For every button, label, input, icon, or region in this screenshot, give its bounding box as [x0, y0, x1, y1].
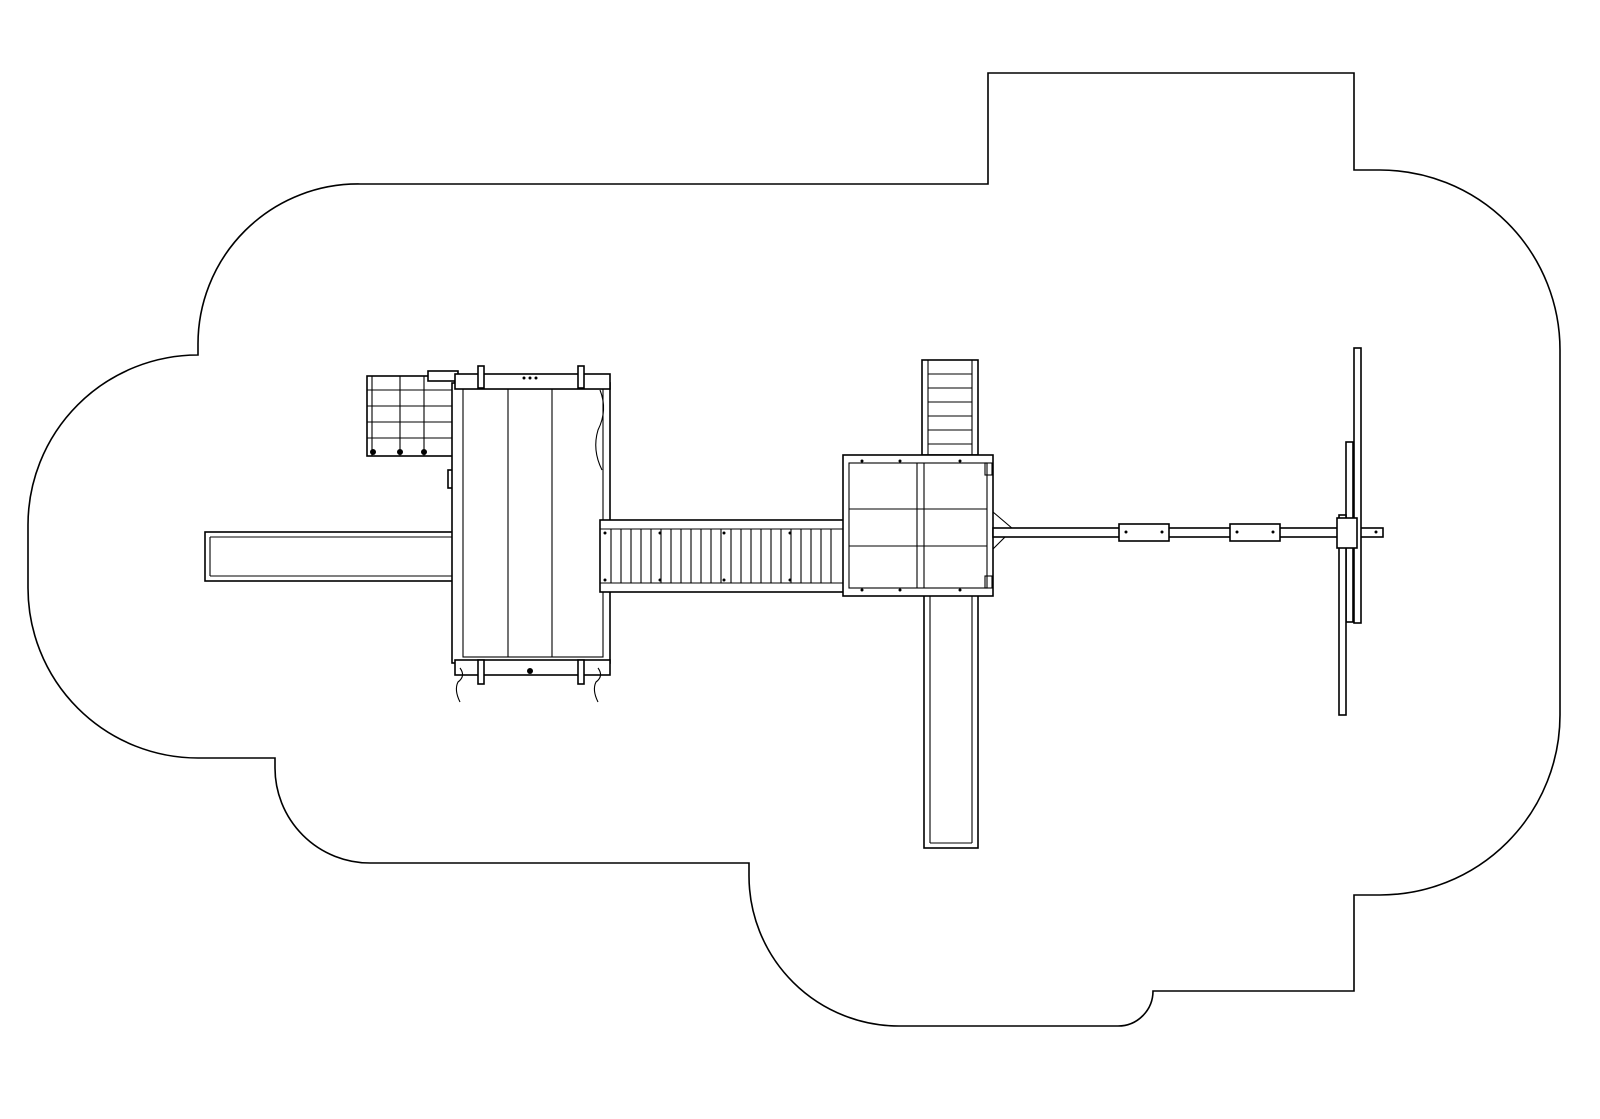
left-slide — [204, 531, 456, 582]
safety-zone-outline — [27, 72, 1561, 1027]
a-frame-leg — [1336, 347, 1362, 716]
rock-wall-ladder — [366, 370, 459, 489]
ramp-ladder — [921, 359, 979, 456]
right-slide — [923, 592, 979, 849]
right-tower — [842, 454, 994, 597]
bridge — [599, 519, 847, 593]
swing-beam — [992, 511, 1384, 550]
left-tower — [451, 365, 611, 703]
